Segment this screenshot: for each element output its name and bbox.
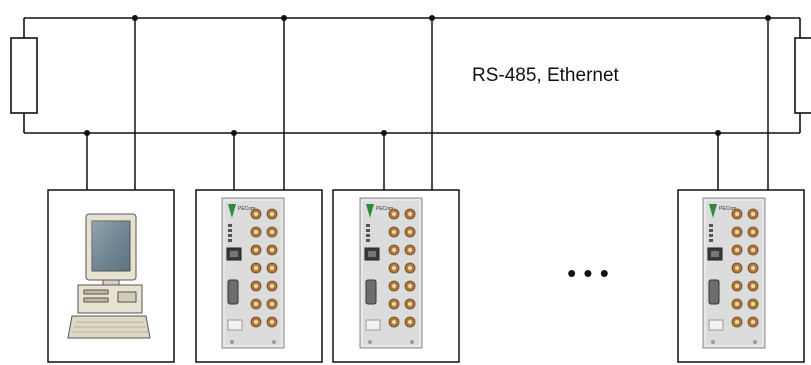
junction-dot: [231, 130, 237, 136]
controller-module-icon: PECom: [702, 197, 766, 349]
bus-label: RS-485, Ethernet: [472, 65, 619, 86]
module-brand: PECom: [719, 206, 736, 212]
controller-modules: PECom PECom PECom: [221, 197, 766, 349]
controller-module-icon: PECom: [221, 197, 285, 349]
module-brand: PECom: [376, 206, 393, 212]
junction-dot: [715, 130, 721, 136]
module-brand: PECom: [238, 206, 255, 212]
junctions: [84, 15, 771, 136]
junction-dot: [132, 15, 138, 21]
ellipsis: • • •: [567, 258, 609, 288]
terminator-right: [794, 37, 811, 114]
junction-dot: [429, 15, 435, 21]
junction-dot: [765, 15, 771, 21]
node-frames: [47, 189, 805, 363]
bus: [10, 17, 811, 134]
junction-dot: [84, 130, 90, 136]
terminator-left: [10, 37, 38, 114]
junction-dot: [281, 15, 287, 21]
drops: [86, 18, 769, 190]
junction-dot: [381, 130, 387, 136]
controller-module-icon: PECom: [359, 197, 423, 349]
pc-workstation-icon: [67, 213, 151, 339]
